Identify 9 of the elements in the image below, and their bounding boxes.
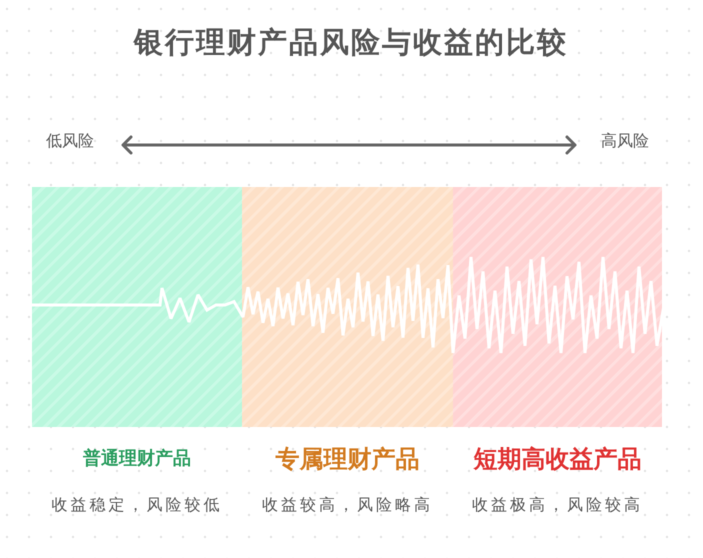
scale-label: 高风险 — [601, 131, 649, 150]
scale-label: 低风险 — [46, 131, 94, 150]
product-description: 收益稳定，风险较低 — [52, 495, 222, 514]
title: 银行理财产品风险与收益的比较 — [134, 25, 568, 60]
product-heading: 普通理财产品 — [83, 448, 191, 470]
product-heading: 专属理财产品 — [276, 444, 420, 474]
product-description: 收益较高，风险略高 — [262, 495, 433, 514]
product-description: 收益极高，风险较高 — [472, 495, 643, 514]
product-heading: 短期高收益产品 — [474, 444, 642, 474]
